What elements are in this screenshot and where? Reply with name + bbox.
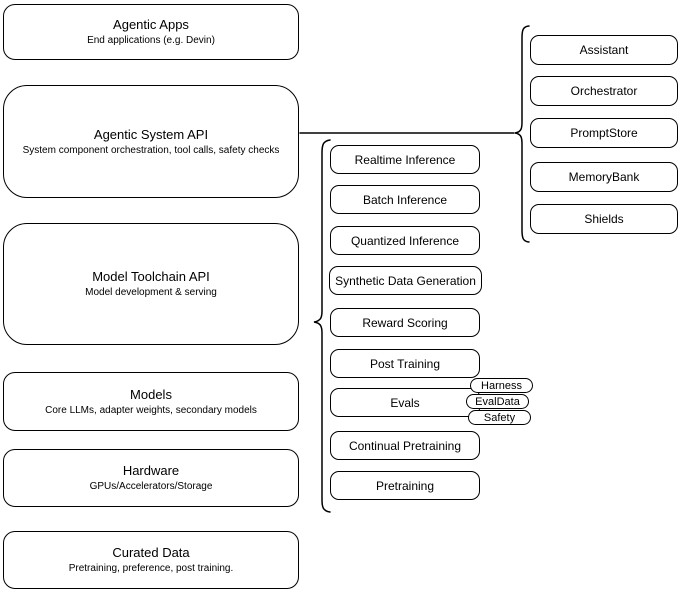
component-box-orchestrator: Orchestrator (530, 76, 678, 106)
layer-box-models: Models Core LLMs, adapter weights, secon… (3, 372, 299, 431)
layer-subtitle: Core LLMs, adapter weights, secondary mo… (45, 404, 257, 416)
eval-tag-harness: Harness (470, 378, 533, 393)
layer-title: Agentic System API (93, 126, 209, 142)
eval-tag-safety: Safety (468, 410, 531, 425)
layer-subtitle: System component orchestration, tool cal… (22, 144, 280, 156)
system-components-brace (514, 25, 530, 243)
component-box-memorybank: MemoryBank (530, 162, 678, 192)
toolchain-box-synthetic-data-generation: Synthetic Data Generation (329, 266, 482, 295)
layer-title: Hardware (122, 463, 180, 478)
toolchain-box-batch-inference: Batch Inference (330, 185, 480, 214)
toolchain-box-pretraining: Pretraining (330, 471, 480, 500)
toolchain-box-post-training: Post Training (330, 349, 480, 378)
eval-tag-evaldata: EvalData (466, 394, 529, 409)
component-box-shields: Shields (530, 204, 678, 234)
layer-box-agentic-system-api: Agentic System API System component orch… (3, 85, 299, 198)
layer-box-agentic-apps: Agentic Apps End applications (e.g. Devi… (3, 4, 299, 60)
toolchain-box-quantized-inference: Quantized Inference (330, 226, 480, 255)
toolchain-box-continual-pretraining: Continual Pretraining (330, 431, 480, 460)
model-toolchain-brace (313, 139, 331, 513)
layer-box-model-toolchain-api: Model Toolchain API Model development & … (3, 223, 299, 345)
component-box-assistant: Assistant (530, 35, 678, 65)
layer-box-hardware: Hardware GPUs/Accelerators/Storage (3, 449, 299, 507)
layer-title: Agentic Apps (113, 17, 189, 32)
component-box-promptstore: PromptStore (530, 118, 678, 148)
layer-title: Curated Data (112, 545, 190, 560)
layer-subtitle: Model development & serving (85, 287, 217, 298)
layer-title: Models (130, 386, 172, 402)
toolchain-box-reward-scoring: Reward Scoring (330, 308, 480, 337)
layer-subtitle: GPUs/Accelerators/Storage (89, 481, 213, 492)
layer-subtitle: Pretraining, preference, post training. (68, 563, 234, 574)
toolchain-box-realtime-inference: Realtime Inference (330, 145, 480, 174)
toolchain-box-evals: Evals (330, 388, 480, 417)
layer-title: Model Toolchain API (92, 269, 210, 284)
layer-subtitle: End applications (e.g. Devin) (87, 35, 215, 46)
layer-box-curated-data: Curated Data Pretraining, preference, po… (3, 531, 299, 589)
